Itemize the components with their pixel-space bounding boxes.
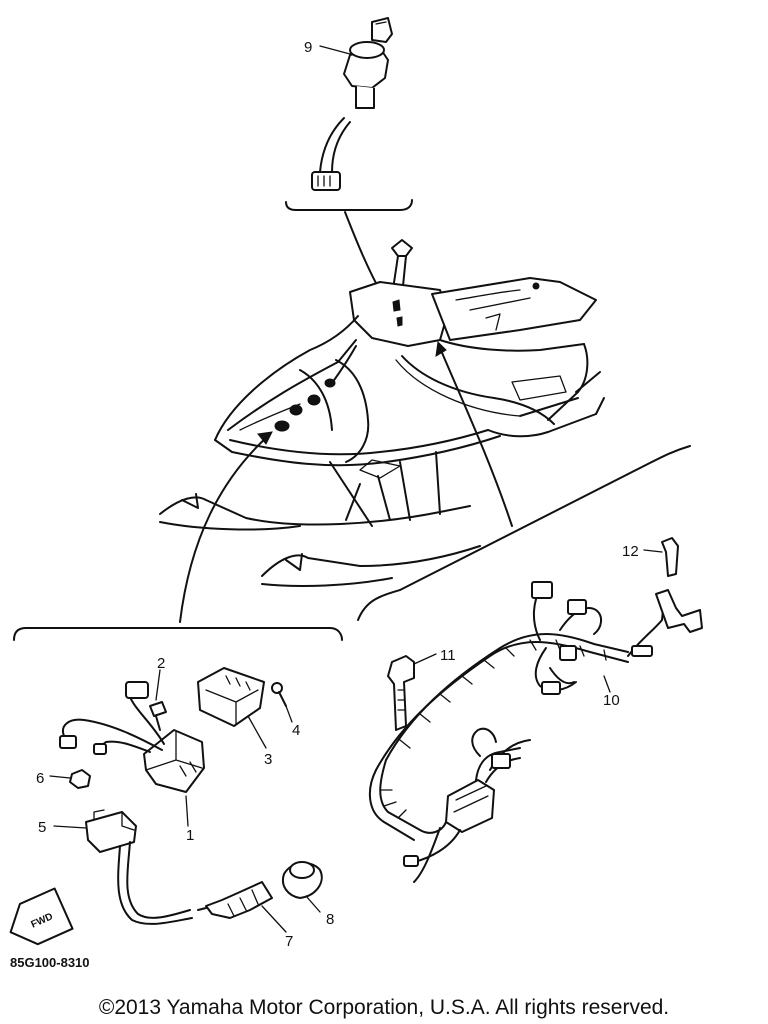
callout-6: 6 (36, 770, 44, 787)
diagram-code: 85G100-8310 (10, 955, 90, 970)
snowmobile-illustration (159, 239, 605, 587)
ignition-group-bracket (13, 627, 343, 641)
leader-lines (49, 45, 663, 933)
callout-10: 10 (603, 692, 620, 709)
ignition-parts-illustration (59, 667, 323, 925)
wire-harness-illustration (368, 537, 703, 883)
harness-group-bracket (357, 445, 691, 621)
callout-labels: 1 2 3 4 5 6 7 8 9 10 11 12 (36, 39, 639, 950)
callout-2: 2 (157, 655, 165, 672)
callout-11: 11 (440, 647, 456, 664)
copyright-notice: ©2013 Yamaha Motor Corporation, U.S.A. A… (99, 996, 669, 1019)
callout-12: 12 (622, 543, 639, 560)
callout-7: 7 (285, 933, 293, 950)
switch-inset-bracket (285, 199, 413, 211)
ignition-group-leader-arrow (179, 435, 269, 623)
callout-8: 8 (326, 911, 334, 928)
callout-9: 9 (304, 39, 312, 56)
callout-4: 4 (292, 722, 300, 739)
harness-group-leader-arrow (439, 347, 513, 527)
main-switch-illustration (311, 17, 393, 191)
callout-3: 3 (264, 751, 272, 768)
callout-1: 1 (186, 827, 194, 844)
forward-direction-marker: FWD (9, 887, 74, 946)
callout-5: 5 (38, 819, 46, 836)
